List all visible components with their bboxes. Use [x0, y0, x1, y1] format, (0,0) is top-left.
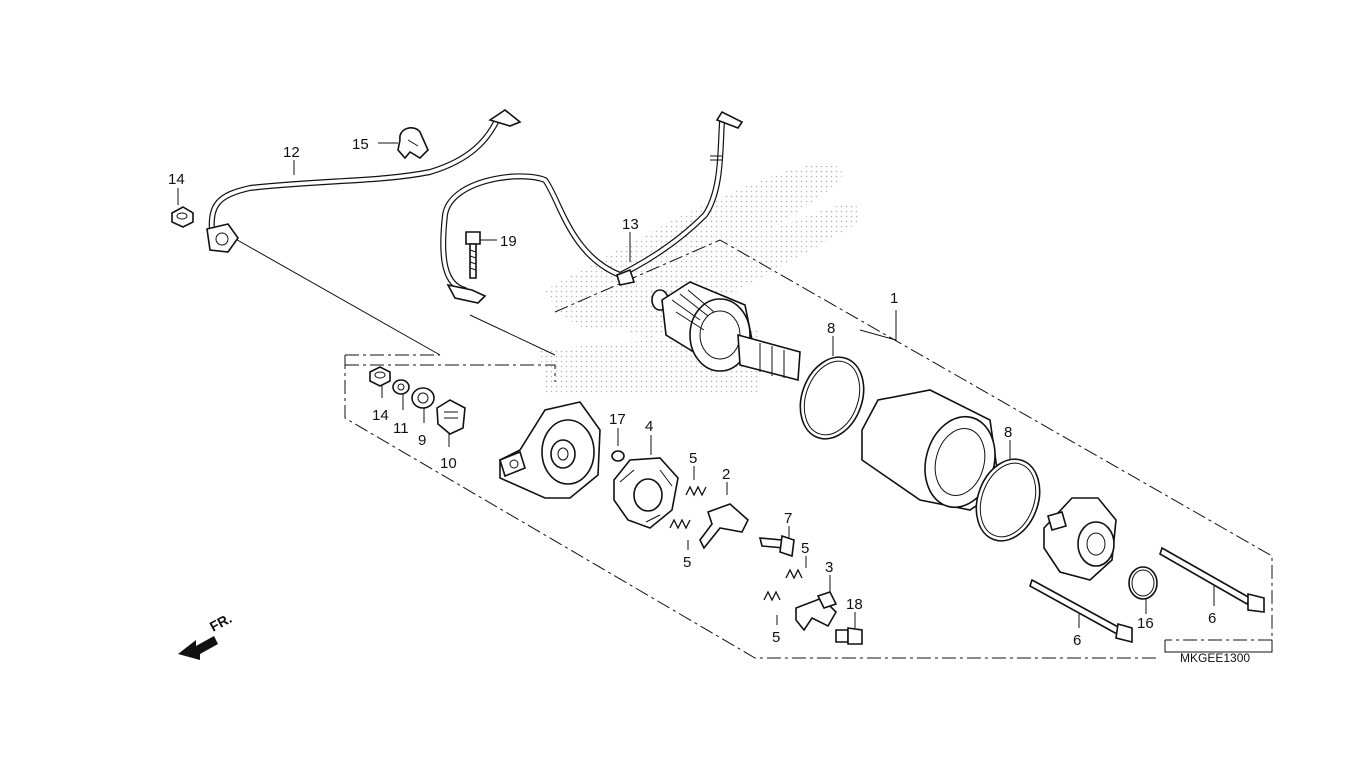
brush-2 [699, 503, 749, 550]
o-ring-9 [411, 387, 435, 409]
callout-15: 15 [352, 136, 369, 153]
spring-5a [685, 485, 707, 497]
callout-labels: 1 8 8 12 14 15 19 13 14 11 9 10 17 4 5 2… [168, 136, 1216, 649]
callout-13: 13 [622, 216, 639, 233]
callout-18: 18 [846, 596, 863, 613]
callout-19: 19 [500, 233, 517, 250]
callout-12: 12 [283, 144, 300, 161]
callout-2: 2 [722, 466, 730, 483]
callout-6: 6 [1073, 632, 1081, 649]
rear-cover [1043, 497, 1117, 581]
through-bolt-6a [1029, 578, 1133, 644]
callout-16: 16 [1137, 615, 1154, 632]
callout-14: 14 [168, 171, 185, 188]
terminal-bolt-7 [758, 534, 795, 558]
bolt-19 [465, 231, 481, 279]
nut-14-upper [171, 206, 194, 228]
brush-holder-4 [613, 457, 679, 529]
insulator-10 [436, 399, 466, 435]
through-bolt-6b [1159, 546, 1265, 613]
callout-11: 11 [393, 420, 409, 437]
callout-3: 3 [825, 559, 833, 576]
assembly-outline [231, 236, 1273, 659]
bolt-18 [835, 627, 863, 645]
callout-14: 14 [372, 407, 389, 424]
callout-9: 9 [418, 432, 426, 449]
brush-3 [795, 591, 838, 632]
battery-cable-12 [206, 109, 522, 253]
callout-8: 8 [1004, 424, 1012, 441]
front-direction-arrow: FR. [178, 610, 234, 660]
front-label: FR. [207, 610, 234, 635]
callout-5: 5 [801, 540, 809, 557]
callout-17: 17 [609, 411, 626, 428]
callout-1: 1 [890, 290, 898, 307]
callout-5: 5 [772, 629, 780, 646]
spring-5b [669, 518, 691, 530]
callout-5: 5 [689, 450, 697, 467]
o-ring-8b [975, 458, 1041, 542]
callout-10: 10 [440, 455, 457, 472]
starter-cable-13 [440, 110, 744, 304]
armature [651, 281, 801, 382]
callout-8: 8 [827, 320, 835, 337]
washer-11 [392, 379, 410, 395]
front-cover-housing [499, 401, 601, 499]
o-ring-17 [611, 450, 625, 462]
callout-6: 6 [1208, 610, 1216, 627]
o-ring-8a [799, 356, 865, 440]
diagram-code: MKGEE1300 [1180, 651, 1250, 665]
callout-5: 5 [683, 554, 691, 571]
o-ring-16 [1128, 566, 1158, 600]
cable-clamp-15 [397, 127, 429, 160]
spring-5c [785, 568, 803, 580]
spring-5d [763, 590, 781, 602]
callout-7: 7 [784, 510, 792, 527]
nut-14-lower [369, 366, 391, 387]
callout-4: 4 [645, 418, 653, 435]
